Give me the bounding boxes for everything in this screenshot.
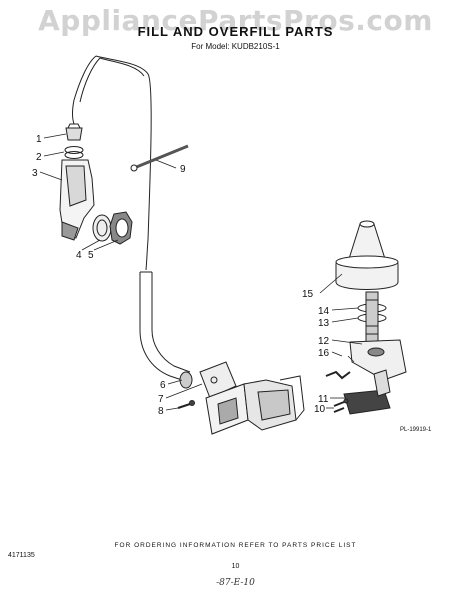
callout-labels: 1 2 3 4 5 6 7 8 9 10 11 12 13 14 15 16 [32, 134, 330, 417]
part-15-float [335, 220, 399, 290]
part-6-clamp [179, 371, 193, 389]
callout-12: 12 [318, 336, 330, 347]
part-2-clamp [64, 146, 84, 159]
lower-hose [139, 272, 189, 383]
callout-7: 7 [158, 394, 164, 405]
part-3-fill-funnel [59, 159, 95, 241]
callout-10: 10 [314, 404, 326, 415]
callout-16: 16 [318, 348, 330, 359]
callout-3: 3 [32, 168, 38, 179]
ordering-note: FOR ORDERING INFORMATION REFER TO PARTS … [114, 542, 357, 549]
inlet-valve-assembly [205, 375, 305, 435]
leader-lines [39, 133, 363, 411]
fill-tube [95, 55, 152, 271]
fill-tube-inner [99, 57, 145, 77]
page-number: 10 [231, 563, 240, 570]
callout-6: 6 [160, 380, 166, 391]
callout-13: 13 [318, 318, 330, 329]
callout-5: 5 [88, 250, 94, 261]
callout-2: 2 [36, 152, 42, 163]
part-16-lever [325, 370, 351, 380]
part-1-cap [65, 123, 83, 141]
callout-15: 15 [302, 289, 314, 300]
watermark: AppliancePartsPros.com [38, 4, 433, 37]
part-5-nut [109, 211, 133, 245]
upper-hose [72, 55, 97, 125]
part-10-screw [333, 398, 349, 413]
part-4-gasket [92, 214, 112, 242]
callout-14: 14 [318, 306, 330, 317]
model-number: For Model: KUDB210S-1 [191, 42, 280, 51]
part-12-bracket [349, 339, 407, 381]
callout-9: 9 [180, 164, 186, 175]
callout-11: 11 [318, 394, 329, 405]
handwritten-date: -87-E-10 [216, 578, 255, 588]
figure-reference: PL-19919-1 [400, 427, 432, 433]
callout-1: 1 [36, 134, 42, 145]
callout-8: 8 [158, 406, 164, 417]
part-7-bracket [199, 361, 237, 399]
part-11-switch [343, 369, 391, 415]
part-8-screw [177, 400, 195, 409]
callout-4: 4 [76, 250, 82, 261]
document-number: 4171135 [8, 552, 35, 559]
part-9-rod [130, 144, 189, 172]
page-title: FILL AND OVERFILL PARTS [137, 24, 334, 39]
